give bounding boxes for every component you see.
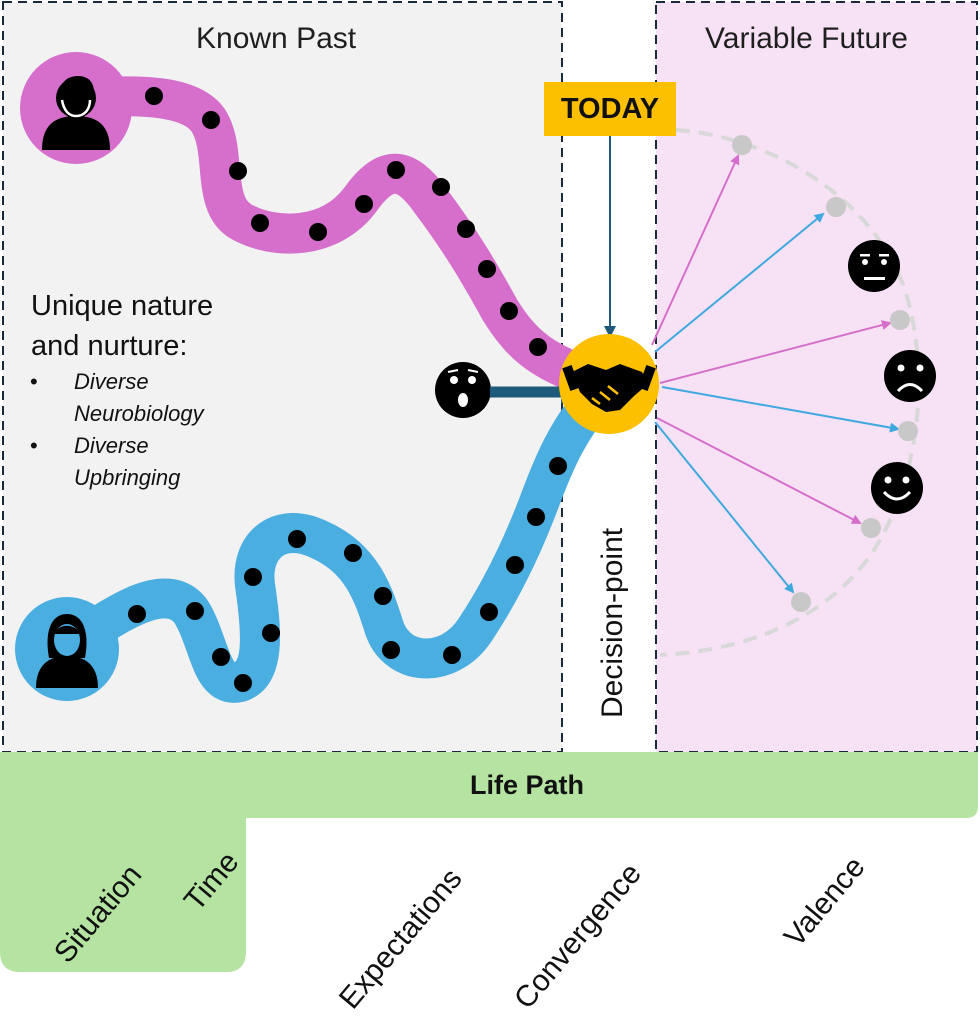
path-dot — [500, 302, 518, 320]
path-dot — [457, 220, 475, 238]
woman-icon — [15, 597, 119, 701]
path-dot — [344, 544, 362, 562]
outcome-arrow — [656, 417, 862, 524]
unique-nature-text: Unique nature and nurture: — [31, 286, 213, 366]
path-dot — [234, 674, 252, 692]
bullet-text: Diverse Upbringing — [74, 433, 181, 490]
known-past-title: Known Past — [196, 22, 357, 55]
path-dot — [128, 605, 146, 623]
bullet-text: Diverse Neurobiology — [74, 369, 204, 426]
outcome-points — [732, 135, 918, 612]
path-dot — [529, 338, 547, 356]
handshake-icon — [559, 334, 659, 434]
path-dot — [212, 648, 230, 666]
neutral-face-icon — [848, 240, 900, 292]
path-dot — [355, 195, 373, 213]
outcome-point — [861, 518, 881, 538]
outcome-arrow — [661, 386, 900, 433]
path-dot — [229, 162, 247, 180]
path-dot — [478, 260, 496, 278]
path-dot — [387, 161, 405, 179]
outcome-point — [791, 592, 811, 612]
outcome-point — [732, 135, 752, 155]
outcome-point — [826, 197, 846, 217]
person1-path-dots — [145, 87, 547, 356]
surprised-face-icon — [435, 362, 491, 418]
path-dot — [251, 214, 269, 232]
unique-line-2: and nurture: — [31, 330, 188, 362]
path-dot — [186, 602, 204, 620]
person2-life-path — [58, 372, 620, 703]
outcome-arrow — [654, 421, 795, 594]
path-dot — [244, 568, 262, 586]
unique-line-1: Unique nature — [31, 290, 214, 322]
path-dot — [374, 587, 392, 605]
outcome-arrow — [659, 320, 892, 384]
bullet-item: Diverse Neurobiology — [30, 366, 274, 430]
decision-point-label: Decision-point — [596, 527, 629, 718]
path-dot — [382, 641, 400, 659]
outcome-arrow — [654, 212, 825, 353]
path-dot — [549, 457, 567, 475]
outcome-point — [890, 310, 910, 330]
outcome-arrow — [651, 154, 740, 346]
variable-future-title: Variable Future — [705, 22, 908, 55]
path-dot — [432, 178, 450, 196]
path-dot — [443, 646, 461, 664]
path-dot — [202, 111, 220, 129]
today-label: TODAY — [544, 82, 676, 136]
path-dot — [262, 624, 280, 642]
bullet-item: Diverse Upbringing — [30, 430, 234, 494]
path-dot — [288, 530, 306, 548]
path-dot — [480, 603, 498, 621]
future-outcomes-arc — [659, 128, 921, 657]
future-arrows — [651, 154, 900, 594]
unique-bullets: Diverse Neurobiology Diverse Upbringing — [30, 366, 274, 494]
path-dot — [506, 556, 524, 574]
happy-face-icon — [871, 462, 923, 514]
person2-path-dots — [128, 457, 567, 692]
path-dot — [527, 508, 545, 526]
outcome-point — [898, 421, 918, 441]
sad-face-icon — [884, 350, 936, 402]
man-icon — [20, 52, 132, 164]
path-dot — [145, 87, 163, 105]
life-path-band — [0, 752, 978, 972]
life-path-label: Life Path — [470, 770, 585, 800]
path-dot — [309, 223, 327, 241]
